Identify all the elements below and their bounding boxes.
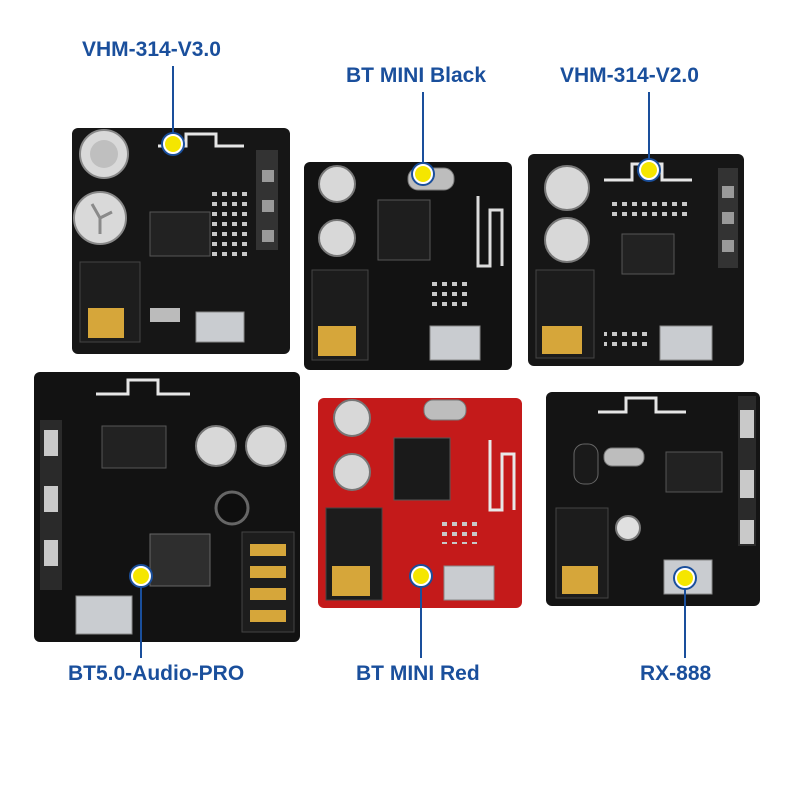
marker-dot-vhm-v3 [163, 134, 183, 154]
leader-bt50-pro [140, 578, 142, 658]
marker-dot-vhm-v2 [639, 160, 659, 180]
board-bt50-audio-pro [34, 372, 300, 642]
board-bt-mini-red [318, 398, 522, 608]
leader-bt-mini-black [422, 92, 424, 170]
marker-dot-rx-888 [675, 568, 695, 588]
marker-dot-bt-mini-black [413, 164, 433, 184]
marker-dot-bt50-pro [131, 566, 151, 586]
label-vhm-314-v3: VHM-314-V3.0 [82, 38, 221, 61]
board-vhm-314-v2 [528, 154, 744, 366]
board-vhm-314-v3 [72, 128, 290, 354]
board-bt-mini-black [304, 162, 512, 370]
marker-dot-bt-mini-red [411, 566, 431, 586]
board-rx-888 [546, 392, 760, 606]
label-bt-mini-red: BT MINI Red [356, 662, 480, 685]
leader-bt-mini-red [420, 578, 422, 658]
label-rx-888: RX-888 [640, 662, 712, 685]
leader-vhm-v2 [648, 92, 650, 166]
label-vhm-314-v2: VHM-314-V2.0 [560, 64, 699, 87]
leader-rx-888 [684, 580, 686, 658]
leader-vhm-v3 [172, 66, 174, 140]
label-bt-mini-black: BT MINI Black [346, 64, 487, 87]
label-bt50-audio-pro: BT5.0-Audio-PRO [68, 662, 245, 685]
